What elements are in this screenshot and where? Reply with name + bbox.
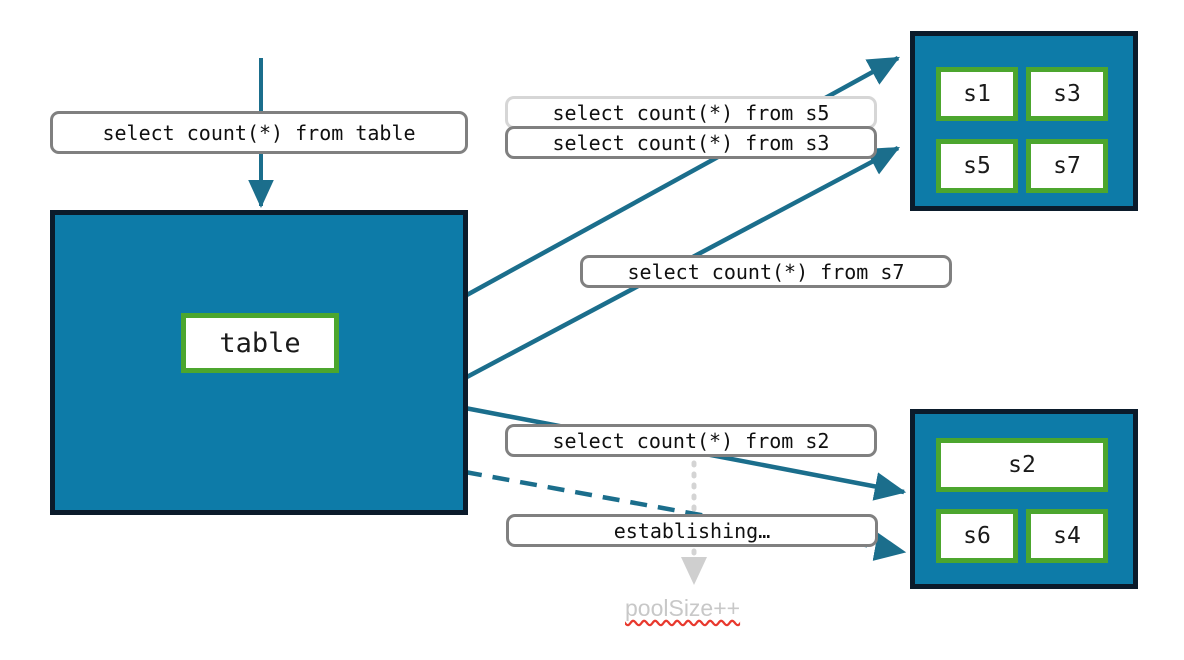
node-s7-label: s7 (1053, 153, 1081, 179)
status-label-establishing-text: establishing… (613, 518, 771, 543)
node-s2[interactable]: s2 (936, 438, 1108, 492)
poolsize-annotation-text: poolSize++ (625, 595, 741, 621)
node-s4[interactable]: s4 (1026, 509, 1108, 563)
query-label-s5[interactable]: select count(*) from s5 (505, 96, 877, 129)
query-label-s2-text: select count(*) from s2 (552, 428, 830, 453)
query-label-s3[interactable]: select count(*) from s3 (505, 126, 877, 159)
poolsize-annotation: poolSize++ (625, 595, 740, 622)
node-s6-label: s6 (963, 523, 991, 549)
query-label-table-text: select count(*) from table (102, 120, 416, 145)
node-s3[interactable]: s3 (1026, 67, 1108, 121)
query-label-s2[interactable]: select count(*) from s2 (505, 424, 877, 457)
query-label-s7-text: select count(*) from s7 (627, 259, 905, 284)
node-s6[interactable]: s6 (936, 509, 1018, 563)
query-label-s7[interactable]: select count(*) from s7 (580, 255, 952, 288)
node-table-label: table (219, 327, 301, 359)
status-label-establishing[interactable]: establishing… (506, 514, 878, 547)
query-label-s3-text: select count(*) from s3 (552, 130, 830, 155)
node-s1-label: s1 (963, 81, 991, 107)
node-s3-label: s3 (1053, 81, 1081, 107)
query-label-table[interactable]: select count(*) from table (50, 111, 468, 154)
node-table[interactable]: table (181, 313, 339, 373)
node-s5-label: s5 (963, 153, 991, 179)
query-label-s5-text: select count(*) from s5 (552, 100, 830, 125)
node-s7[interactable]: s7 (1026, 139, 1108, 193)
node-s5[interactable]: s5 (936, 139, 1018, 193)
node-s1[interactable]: s1 (936, 67, 1018, 121)
node-s2-label: s2 (1008, 452, 1036, 478)
node-s4-label: s4 (1053, 523, 1081, 549)
